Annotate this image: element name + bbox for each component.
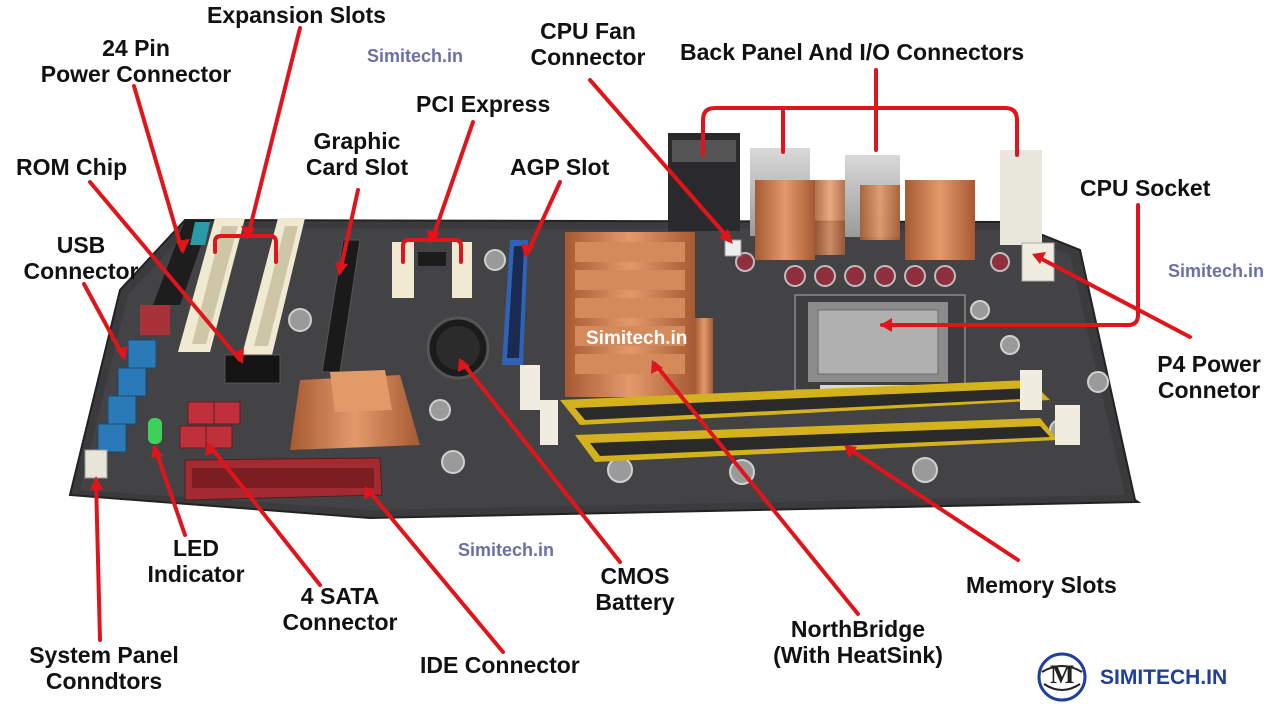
label-usb-line1: USB: [56, 232, 106, 258]
label-led-line2: Indicator: [147, 561, 245, 587]
pointer-arrows: [82, 26, 1192, 654]
label-cpu-fan-line1: CPU Fan: [540, 18, 636, 44]
label-cpu-socket: CPU Socket: [1080, 175, 1211, 201]
pci-expansion-slots: [178, 218, 305, 355]
usb-headers: [97, 339, 157, 453]
capacitors: [735, 252, 1010, 287]
watermark: Simitech.in: [458, 540, 555, 560]
label-sata-line2: Connector: [282, 609, 398, 635]
label-24pin-line1: 24 Pin: [102, 35, 170, 61]
label-graphic-line1: Graphic: [313, 128, 401, 154]
watermark: Simitech.in: [586, 328, 688, 349]
label-24pin-power-connector: 24 Pin Power Connector: [34, 35, 238, 87]
label-p4-power-connector: P4 Power Connetor: [1146, 351, 1272, 403]
label-sata-line1: 4 SATA: [300, 583, 380, 609]
label-cpu-fan-connector: CPU Fan Connector: [521, 18, 655, 70]
pointer-lines: [213, 68, 1140, 327]
label-system-panel-line1: System Panel: [29, 642, 179, 668]
label-graphic-line2: Card Slot: [305, 154, 409, 180]
label-rom-chip: ROM Chip: [16, 154, 128, 180]
label-cpu-fan-line2: Connector: [530, 44, 646, 70]
brand-logo-letter: M: [1050, 660, 1075, 689]
label-northbridge-line1: NorthBridge: [790, 616, 926, 642]
label-pci-express: PCI Express: [416, 91, 551, 117]
label-northbridge: NorthBridge (With HeatSink): [752, 616, 964, 668]
watermark: Simitech.in: [1168, 261, 1265, 281]
watermark: Simitech.in: [367, 46, 464, 66]
label-p4-line2: Connetor: [1157, 377, 1261, 403]
northbridge-heatsink: [565, 232, 713, 398]
label-cmos-line2: Battery: [595, 589, 675, 615]
pointer-heads: [90, 226, 1046, 500]
label-northbridge-line2: (With HeatSink): [773, 642, 943, 668]
brand-name: SIMITECH.IN: [1100, 666, 1228, 689]
label-p4-line1: P4 Power: [1157, 351, 1261, 377]
label-system-panel-line2: Conndtors: [45, 668, 163, 694]
label-usb-line2: Connector: [23, 258, 139, 284]
label-ide-connector: IDE Connector: [420, 652, 580, 678]
cpu-socket: [794, 294, 966, 403]
label-system-panel-connectors: System Panel Conndtors: [18, 642, 190, 694]
led-shape: [148, 418, 162, 444]
brand-logo-shape: [1037, 652, 1087, 702]
label-agp-slot: AGP Slot: [510, 154, 610, 180]
label-graphic-card-slot: Graphic Card Slot: [300, 128, 414, 180]
cpu-fan-connector-shape: [724, 239, 742, 257]
rom-chip-shape: [224, 354, 281, 384]
label-usb-connector: USB Connector: [14, 232, 148, 284]
label-memory-slots: Memory Slots: [966, 572, 1117, 598]
system-panel-shape: [84, 449, 108, 479]
label-expansion-slots: Expansion Slots: [207, 2, 386, 28]
sata-ports: [179, 401, 241, 449]
label-cmos-line1: CMOS: [600, 563, 670, 589]
label-back-panel-io: Back Panel And I/O Connectors: [680, 39, 1025, 65]
vrm-heatsinks: [755, 180, 975, 260]
label-led-indicator: LED Indicator: [136, 535, 256, 587]
label-4-sata-connector: 4 SATA Connector: [278, 583, 402, 635]
label-24pin-line2: Power Connector: [40, 61, 232, 87]
label-led-line1: LED: [173, 535, 219, 561]
label-cmos-battery: CMOS Battery: [580, 563, 690, 615]
